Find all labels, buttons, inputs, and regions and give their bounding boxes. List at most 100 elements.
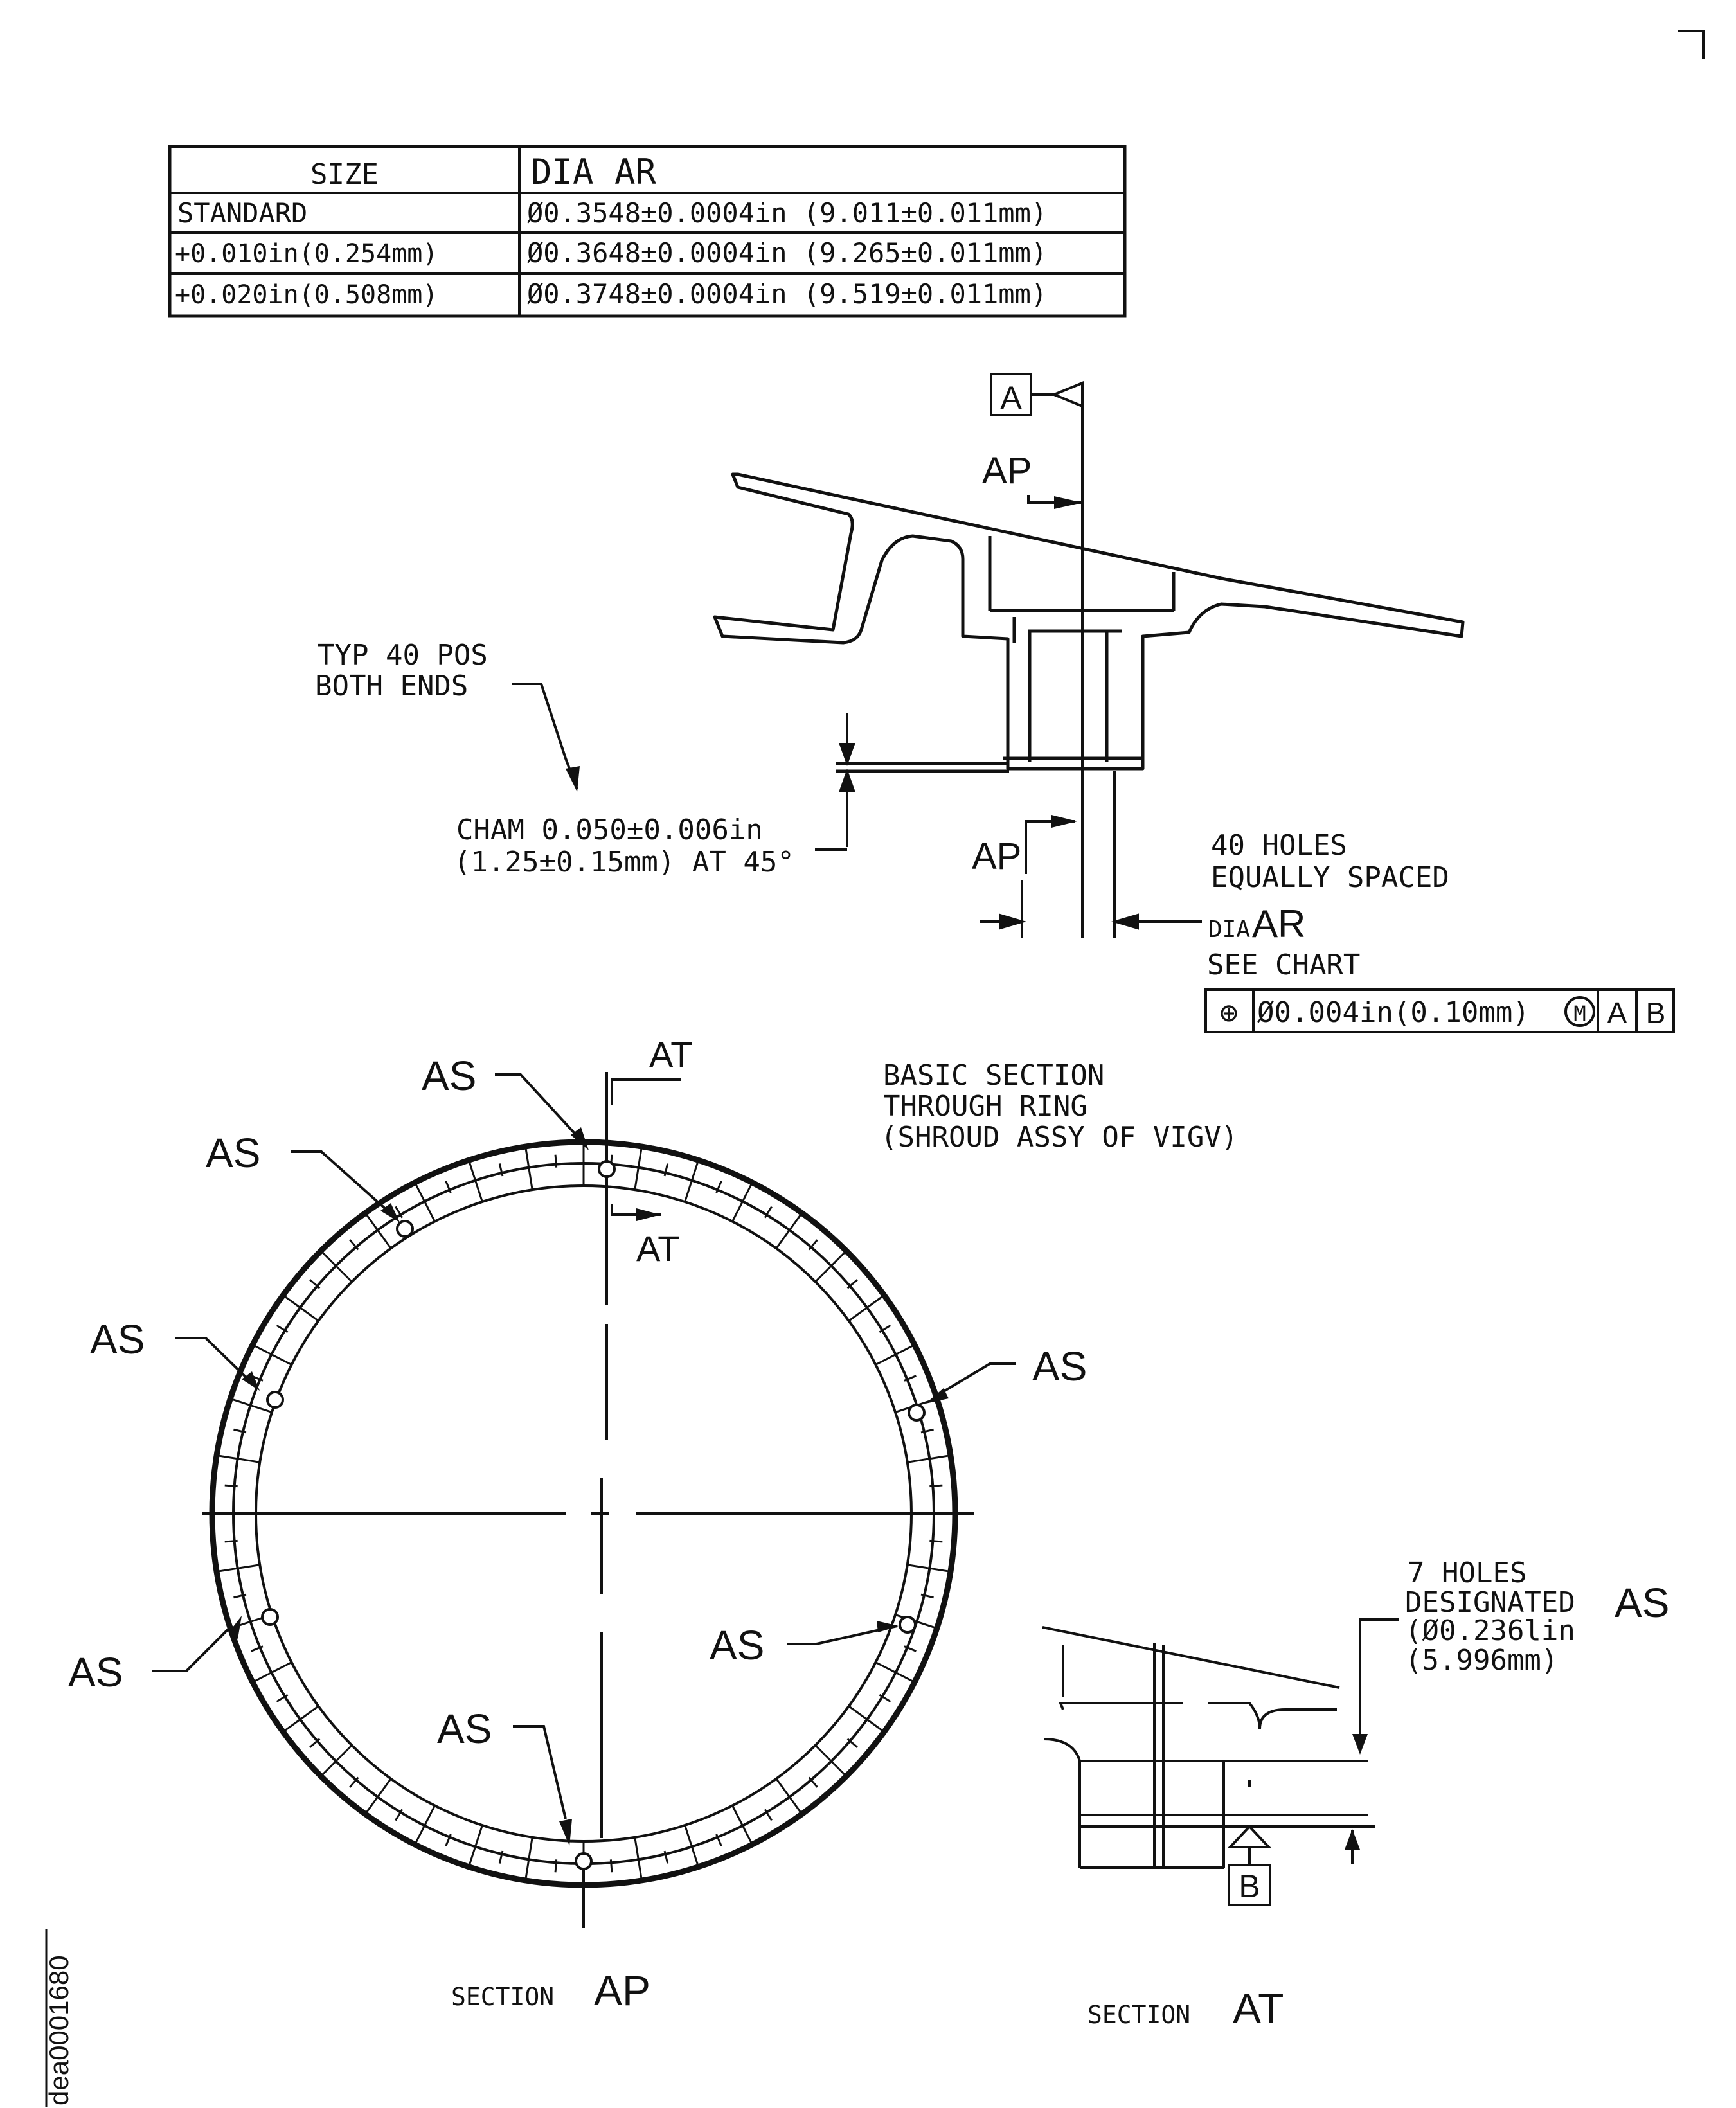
hole-markers <box>261 1160 926 1870</box>
ring-minor-tick <box>233 1428 247 1434</box>
as-label-left: AS <box>90 1316 145 1362</box>
ring-minor-tick <box>349 1776 359 1788</box>
ring-minor-tick <box>498 1850 504 1864</box>
ring-tick <box>364 1212 392 1249</box>
table-row-3-dia: Ø0.3748±0.0004in (9.519±0.011mm) <box>527 278 1047 310</box>
ring-tick <box>467 1825 483 1868</box>
ring-tick <box>216 1454 260 1463</box>
ring-tick <box>895 1614 938 1630</box>
fcf-mmc-circle <box>1564 996 1595 1027</box>
corner-mark <box>1678 30 1705 59</box>
ring-minor-tick <box>929 1484 943 1488</box>
ring-tick <box>775 1212 803 1249</box>
ring-minor-tick <box>309 1279 321 1289</box>
ring-minor-tick <box>879 1693 891 1702</box>
dia-ar-letters: AR <box>1252 902 1305 945</box>
ring-minor-tick <box>808 1776 818 1788</box>
fcf-mmc-letter: M <box>1573 1001 1586 1026</box>
ring-tick <box>814 1744 847 1777</box>
note-seven-line1: 7 HOLES <box>1408 1557 1526 1589</box>
as-callouts <box>152 1073 1016 1819</box>
ring-minor-tick <box>920 1593 934 1599</box>
ring-minor-tick <box>224 1484 238 1488</box>
as-label-right: AS <box>1032 1343 1087 1389</box>
note-cham-line2: (1.25±0.15mm) AT 45° <box>454 846 794 879</box>
dia-ar-dimension <box>980 913 1202 930</box>
section-ap-prefix: SECTION <box>451 1983 554 2011</box>
ring-tick <box>282 1705 319 1733</box>
ring-tick <box>907 1454 951 1463</box>
shroud-profile <box>713 472 1465 773</box>
basic-section-line2: THROUGH RING <box>883 1090 1087 1123</box>
ring-tick <box>414 1805 436 1845</box>
as-label-lower-left: AS <box>68 1649 123 1695</box>
section-at-prefix: SECTION <box>1087 2001 1190 2029</box>
document-id: dea0001680 <box>44 1955 74 2105</box>
as-label-upper-left: AS <box>206 1130 260 1176</box>
ring-minor-tick <box>498 1163 504 1177</box>
view-ap-upper: AP <box>982 450 1032 492</box>
ring-minor-tick <box>663 1163 669 1177</box>
view-at-bottom: AT <box>636 1228 679 1269</box>
ring-tick <box>524 1146 533 1190</box>
ring-minor-tick <box>224 1539 238 1543</box>
feature-control-frame <box>1204 988 1675 1033</box>
table-row-1-size: STANDARD <box>177 197 307 229</box>
as-arrowheads <box>229 1127 949 1846</box>
size-table <box>168 145 1127 318</box>
ring-centerlines <box>202 1072 974 1928</box>
ring-minor-tick <box>233 1593 247 1599</box>
ring-tick <box>875 1661 915 1683</box>
note-seven-line4: (5.996mm) <box>1405 1644 1558 1677</box>
ring-minor-tick <box>764 1206 773 1219</box>
ring-minor-tick <box>554 1859 558 1873</box>
note-typ-line1: TYP 40 POS <box>318 639 488 672</box>
table-row-3-size: +0.020in(0.508mm) <box>175 280 438 310</box>
ring-minor-tick <box>445 1834 452 1846</box>
ring-tick <box>282 1294 319 1322</box>
fcf-datum-a: A <box>1607 996 1627 1030</box>
basic-section-line1: BASIC SECTION <box>883 1059 1104 1092</box>
ring-tick <box>814 1250 847 1283</box>
view-at-top: AT <box>649 1034 692 1075</box>
ring-tick <box>875 1344 915 1366</box>
dia-ar-prefix: DIA <box>1208 916 1250 943</box>
ring-minor-tick <box>846 1738 858 1748</box>
note-seven-line2: DESIGNATED <box>1405 1586 1575 1619</box>
table-row-1-dia: Ø0.3548±0.0004in (9.011±0.011mm) <box>527 197 1047 229</box>
ring-minor-tick <box>349 1239 359 1251</box>
ring-minor-tick <box>663 1850 669 1864</box>
ring-minor-tick <box>251 1645 264 1652</box>
ring-minor-tick <box>276 1693 289 1702</box>
datum-b-letter: B <box>1239 1868 1260 1904</box>
note-holes-line1: 40 HOLES <box>1211 829 1347 862</box>
table-header-dia: DIA AR <box>531 152 657 192</box>
view-ap-lower: AP <box>972 835 1021 877</box>
ring-minor-tick <box>395 1206 404 1219</box>
ring-minor-tick <box>846 1279 858 1289</box>
ring-tick <box>364 1778 392 1815</box>
ring-minor-tick <box>904 1645 917 1652</box>
ring-minor-tick <box>808 1239 818 1251</box>
ring-minor-tick <box>879 1325 891 1334</box>
ring-minor-tick <box>920 1428 934 1434</box>
ring-minor-tick <box>715 1181 722 1193</box>
ring-tick <box>414 1182 436 1222</box>
ring-tick <box>848 1294 885 1322</box>
table-row-2-size: +0.010in(0.254mm) <box>175 239 438 269</box>
note-cham-line1: CHAM 0.050±0.006in <box>456 814 763 846</box>
section-at-profile <box>1042 1626 1368 1869</box>
note-seven-line3: (Ø0.236lin <box>1405 1614 1575 1647</box>
fcf-position-symbol: ⊕ <box>1220 995 1239 1031</box>
ring-tick <box>731 1182 753 1222</box>
ring-tick <box>684 1825 700 1868</box>
datum-a-letter: A <box>1000 380 1022 416</box>
table-row-2-dia: Ø0.3648±0.0004in (9.265±0.011mm) <box>527 237 1047 269</box>
ring-tick <box>524 1837 533 1881</box>
as-label-bottom: AS <box>437 1706 492 1752</box>
ring-tick <box>775 1778 803 1815</box>
ring-tick <box>467 1159 483 1202</box>
as-label-top: AS <box>422 1053 476 1099</box>
ring-minor-tick <box>395 1809 404 1821</box>
